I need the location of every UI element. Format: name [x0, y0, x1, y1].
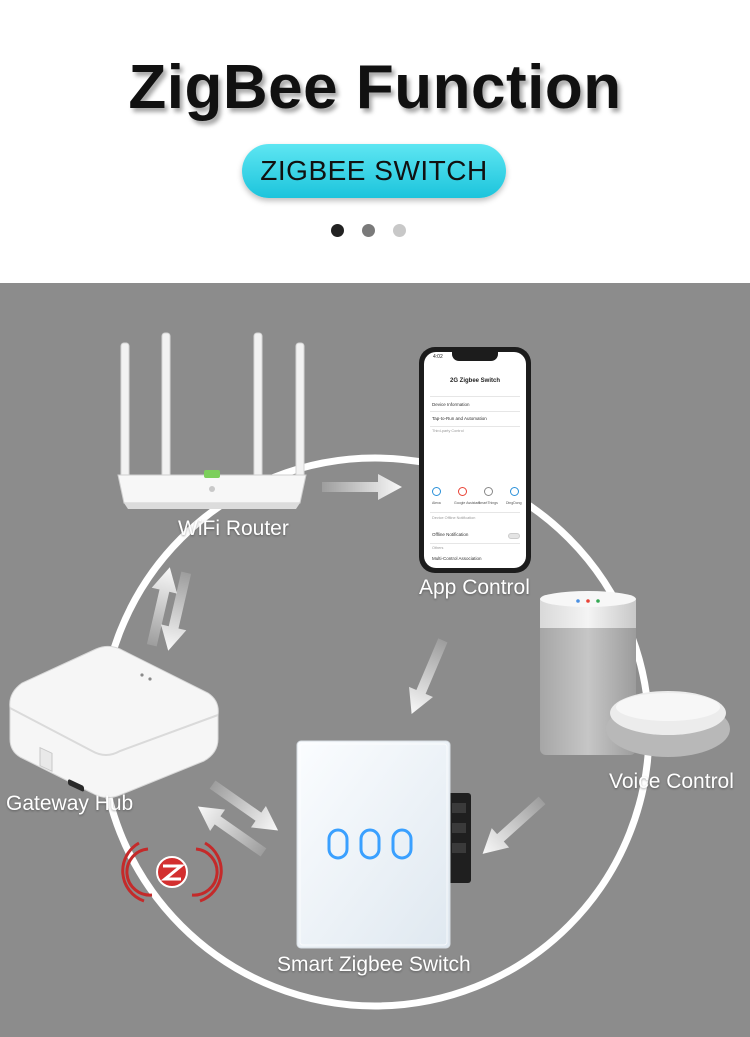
- app-alexa-label: Alexa: [432, 501, 441, 505]
- app-section-header: Others: [432, 546, 444, 550]
- arrow-switch-to-hub: [190, 795, 271, 864]
- diagram-graphics: [9, 332, 730, 1010]
- switch-key-2: [359, 828, 381, 860]
- gateway-hub-icon: [9, 645, 219, 799]
- app-menu-item: Multi-Control Association: [432, 556, 482, 561]
- app-section-header: Device Offline Notification: [432, 516, 476, 520]
- zigbee-logo-icon: [121, 841, 223, 903]
- badge-label: ZIGBEE SWITCH: [260, 155, 488, 186]
- voice-assistant-speaker-icon: [540, 591, 730, 757]
- app-control-label: App Control: [419, 576, 530, 599]
- app-menu-item: Offline Notification: [432, 532, 469, 537]
- smart-zigbee-switch-icon: [296, 740, 471, 949]
- offline-notification-toggle: [508, 533, 520, 539]
- smartphone-icon: 4:02 2G Zigbee Switch Device Information…: [419, 347, 531, 573]
- arrow-app-to-switch: [399, 635, 455, 720]
- arrow-voice-to-switch: [473, 790, 551, 864]
- pager-dot-1[interactable]: [331, 224, 344, 237]
- app-device-title: 2G Zigbee Switch: [449, 378, 500, 384]
- app-smartthings-label: SmartThings: [478, 501, 498, 505]
- dingdong-icon: [510, 487, 519, 496]
- wifi-router-label: WiFi Router: [178, 517, 289, 540]
- voice-control-label: Voice Control: [609, 770, 734, 793]
- switch-key-3: [391, 828, 413, 860]
- page-title: ZigBee Function: [128, 53, 622, 122]
- google-assistant-icon: [458, 487, 467, 496]
- alexa-icon: [432, 487, 441, 496]
- pager-dot-2[interactable]: [362, 224, 375, 237]
- phone-time: 4:02: [433, 354, 443, 360]
- arrow-router-to-app: [322, 474, 402, 500]
- diagram-panel: 4:02 2G Zigbee Switch Device Information…: [0, 283, 750, 1037]
- app-section-header: Third-party Control: [432, 429, 464, 433]
- app-screen: 4:02 2G Zigbee Switch Device Information…: [424, 352, 526, 568]
- wifi-router-icon: [117, 332, 307, 509]
- switch-key-1: [327, 828, 349, 860]
- smartthings-icon: [484, 487, 493, 496]
- smart-zigbee-switch-label: Smart Zigbee Switch: [277, 953, 471, 976]
- header-section: ZigBee Function ZIGBEE SWITCH: [0, 0, 750, 283]
- app-menu-item: Tap-to-Run and Automation: [432, 416, 487, 421]
- pager-dot-3[interactable]: [393, 224, 406, 237]
- app-menu-item: Device Information: [432, 402, 470, 407]
- arrow-hub-to-switch: [205, 773, 286, 842]
- app-google-label: Google Assistant: [454, 501, 481, 505]
- app-dingdong-label: DingDong: [506, 501, 522, 505]
- zigbee-switch-badge: ZIGBEE SWITCH: [242, 144, 506, 198]
- gateway-hub-label: Gateway Hub: [6, 792, 134, 815]
